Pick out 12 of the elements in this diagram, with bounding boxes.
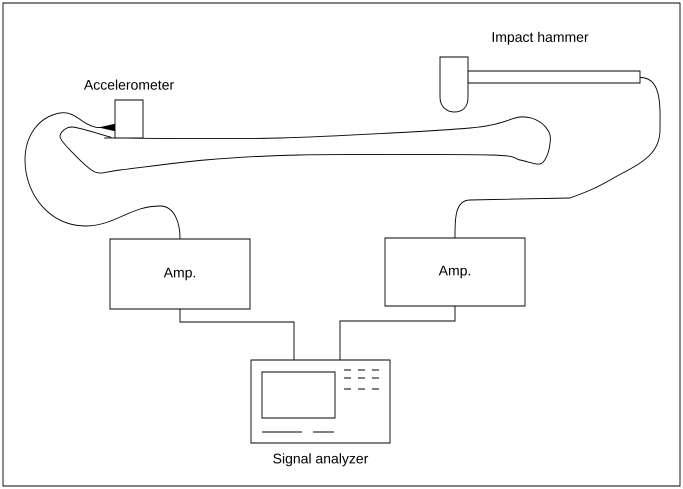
cable (24, 112, 180, 239)
cable (340, 306, 456, 360)
impact-hammer: Impact hammer (440, 32, 640, 112)
accelerometer: Accelerometer (84, 79, 174, 138)
cable (454, 77, 661, 238)
node-label: Accelerometer (84, 79, 174, 90)
amplifier-box: Amp. (110, 238, 250, 310)
amplifier-box: Amp. (384, 238, 526, 306)
signal-analyzer: Signal analyzer (250, 360, 390, 466)
node-label: Impact hammer (492, 32, 588, 45)
node-label: Signal analyzer (273, 453, 368, 466)
cable (180, 309, 294, 360)
